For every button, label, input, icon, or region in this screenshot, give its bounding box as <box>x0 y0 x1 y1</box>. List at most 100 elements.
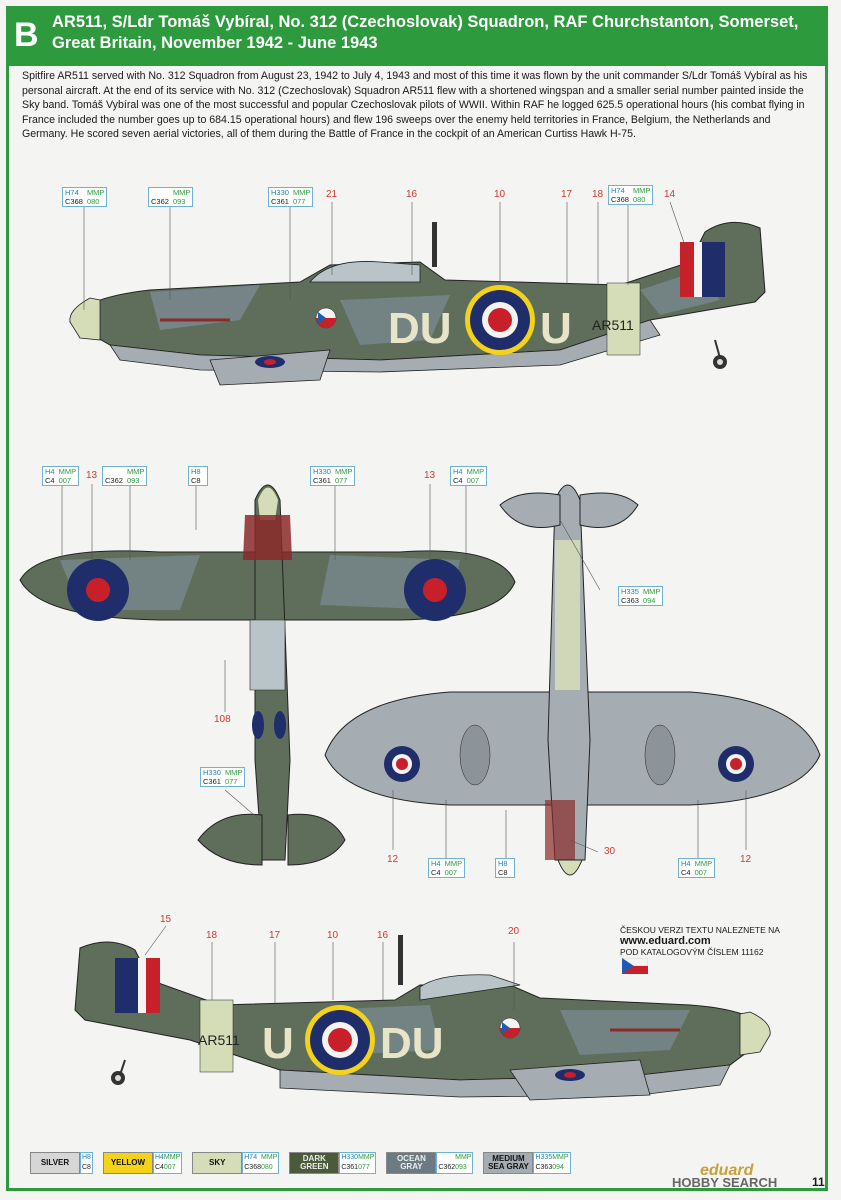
callout-108: 108 <box>214 714 231 725</box>
legend-code-h: H4 <box>154 1154 164 1161</box>
serial-top: AR511 <box>592 317 634 333</box>
legend-code-mmp: MMP <box>455 1154 472 1161</box>
legend-code-h: H330 <box>341 1154 359 1161</box>
hobby-search-watermark: HOBBY SEARCH <box>672 1175 778 1190</box>
serial-bottom: AR511 <box>198 1032 240 1048</box>
legend-code-mmp: MMP <box>260 1154 278 1161</box>
legend-code-c: C8 <box>82 1164 91 1171</box>
callout-10-bottom: 10 <box>327 930 339 941</box>
legend-code-m: 077 <box>358 1164 370 1171</box>
callout-16: 16 <box>406 189 418 200</box>
legend-code-c: C363 <box>535 1164 553 1171</box>
top-view <box>19 484 516 866</box>
czech-version-note: ČESKOU VERZI TEXTU NALEZNETE NA www.edua… <box>620 925 790 958</box>
legend-color-chip: YELLOW <box>102 1152 153 1174</box>
callout-21: 21 <box>326 189 338 200</box>
legend-code-m: 093 <box>455 1164 467 1171</box>
callout-14: 14 <box>664 189 676 200</box>
side-profile-right <box>74 935 771 1101</box>
legend-color-chip: MEDIUM SEA GRAY <box>483 1152 534 1174</box>
page-number: 11 <box>812 1175 825 1189</box>
czech-note-line-3: POD KATALOGOVÝM ČÍSLEM 11162 <box>620 947 764 957</box>
callout-20: 20 <box>508 926 520 937</box>
czech-note-url[interactable]: www.eduard.com <box>620 935 711 947</box>
profile-letter: B <box>14 16 39 54</box>
legend-code-h: H74 <box>244 1154 258 1161</box>
side-profile-left <box>69 221 766 386</box>
profile-header <box>6 6 828 66</box>
callout-10: 10 <box>494 189 506 200</box>
legend-code-m: 007 <box>163 1164 176 1171</box>
callout-15: 15 <box>160 914 172 925</box>
czech-roundel-side-left <box>315 307 337 329</box>
description-text: Spitfire AR511 served with No. 312 Squad… <box>22 70 808 141</box>
legend-code-mmp: MMP <box>163 1154 181 1161</box>
code-letter-u-top: U <box>540 304 572 353</box>
bottom-view <box>324 484 821 876</box>
legend-code-m: 080 <box>260 1164 273 1171</box>
code-letters-du-top: DU <box>388 304 452 353</box>
callout-17: 17 <box>561 189 573 200</box>
code-letters-du-bottom: DU <box>380 1019 444 1068</box>
paint-code-silver-2: H8 C8 <box>495 858 515 878</box>
callout-18: 18 <box>592 189 604 200</box>
legend-code-mmp: MMP <box>358 1154 375 1161</box>
legend-code-h <box>438 1153 455 1163</box>
page-frame <box>6 6 828 1191</box>
legend-color-chip: OCEAN GRAY <box>386 1152 437 1174</box>
legend-color-chip: SKY <box>192 1152 243 1174</box>
callout-18-bottom: 18 <box>206 930 218 941</box>
czech-flag-icon <box>622 958 648 974</box>
leader-lines <box>61 201 747 1010</box>
legend-color-chip: SILVER <box>30 1152 80 1174</box>
callout-13-left: 13 <box>86 470 98 481</box>
legend-code-c: C361 <box>341 1164 359 1171</box>
paint-code-silver-1: H8 C8 <box>188 466 208 486</box>
legend-code-h: H8 <box>82 1154 91 1161</box>
legend-code-c: C368 <box>244 1164 261 1171</box>
callout-17-bottom: 17 <box>269 930 281 941</box>
legend-code-c: C4 <box>154 1164 164 1171</box>
code-letter-u-bottom: U <box>262 1019 294 1068</box>
eduard-logo: eduard <box>700 1162 754 1179</box>
title-line-2: Great Britain, November 1942 - June 1943 <box>52 34 378 52</box>
legend-code-h: H335 <box>535 1154 553 1161</box>
callout-12-left: 12 <box>387 854 399 865</box>
callout-30: 30 <box>604 846 616 857</box>
callout-12-right: 12 <box>740 854 752 865</box>
legend-code-c: C362 <box>438 1164 456 1171</box>
profile-title: AR511, S/Ldr Tomáš Vybíral, No. 312 (Cze… <box>52 12 812 54</box>
czech-note-line-1: ČESKOU VERZI TEXTU NALEZNETE NA <box>620 925 780 935</box>
callout-13-right: 13 <box>424 470 436 481</box>
callout-16-bottom: 16 <box>377 930 389 941</box>
legend-code-m: 094 <box>552 1164 564 1171</box>
czech-roundel-side-right <box>499 1017 521 1039</box>
legend-color-chip: DARK GREEN <box>289 1152 340 1174</box>
